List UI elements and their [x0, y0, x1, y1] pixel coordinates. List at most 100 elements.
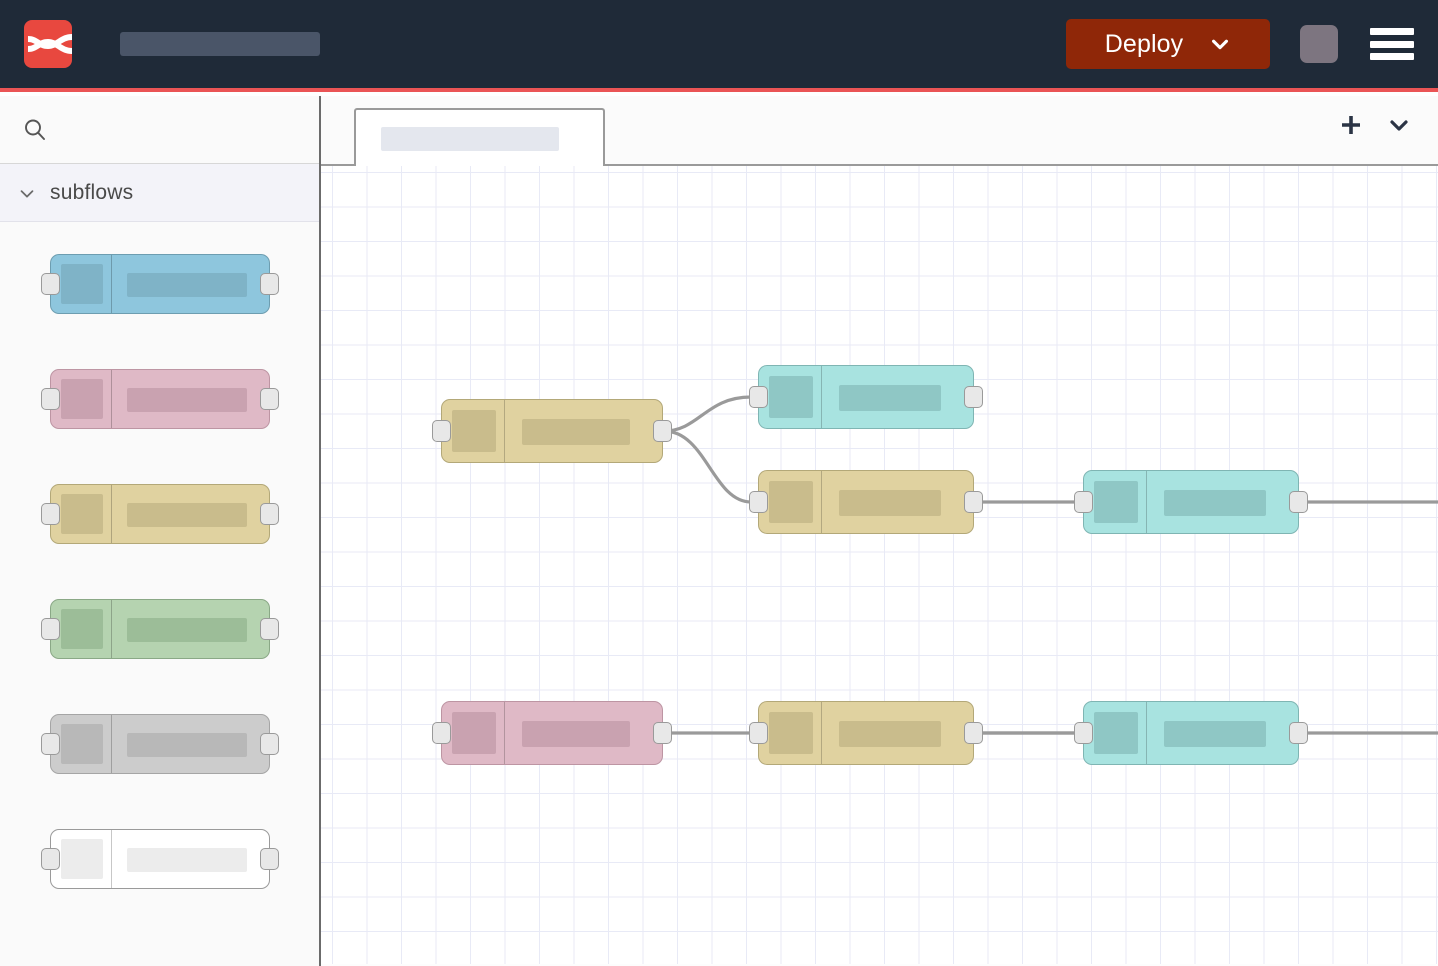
- node-input-port[interactable]: [749, 722, 768, 744]
- canvas-node-cyan-1[interactable]: [749, 365, 983, 429]
- node-label-placeholder: [839, 385, 941, 411]
- node-output-port[interactable]: [260, 618, 279, 640]
- node-input-port[interactable]: [41, 733, 60, 755]
- node-icon: [1094, 712, 1138, 754]
- node-red-logo-icon[interactable]: [24, 20, 72, 68]
- node-output-port[interactable]: [260, 733, 279, 755]
- node-divider: [821, 702, 822, 764]
- tab-bar-actions: [1338, 112, 1412, 138]
- node-output-port[interactable]: [260, 388, 279, 410]
- canvas-node-yellow-1[interactable]: [432, 399, 672, 463]
- node-icon: [61, 494, 103, 534]
- node-input-port[interactable]: [41, 273, 60, 295]
- node-icon: [452, 410, 496, 452]
- node-label-placeholder: [127, 503, 247, 527]
- node-label-placeholder: [127, 273, 247, 297]
- node-divider: [111, 600, 112, 658]
- node-input-port[interactable]: [1074, 722, 1093, 744]
- palette-node-pink-body[interactable]: [41, 369, 279, 429]
- hamburger-menu-icon[interactable]: [1370, 28, 1414, 60]
- node-divider: [111, 255, 112, 313]
- palette-node-white-body[interactable]: [41, 829, 279, 889]
- node-input-port[interactable]: [41, 503, 60, 525]
- node-output-port[interactable]: [1289, 491, 1308, 513]
- flow-workspace: [321, 96, 1438, 966]
- wire-yellow1-to-cyan1[interactable]: [662, 395, 753, 433]
- palette-node-yellow-body[interactable]: [41, 484, 279, 544]
- node-input-port[interactable]: [749, 491, 768, 513]
- node-label-placeholder: [127, 848, 247, 872]
- node-input-port[interactable]: [41, 848, 60, 870]
- node-label-placeholder: [127, 388, 247, 412]
- deploy-button[interactable]: Deploy: [1066, 19, 1270, 69]
- chevron-down-icon[interactable]: [1386, 112, 1412, 138]
- chevron-down-icon[interactable]: [1209, 33, 1231, 55]
- node-label-placeholder: [839, 721, 941, 747]
- palette-node-yellow[interactable]: [0, 478, 319, 593]
- deploy-button-label: Deploy: [1104, 29, 1184, 58]
- palette-category-subflows[interactable]: subflows: [0, 164, 319, 222]
- chevron-down-icon[interactable]: [16, 182, 38, 204]
- canvas-node-pink-1[interactable]: [432, 701, 672, 765]
- node-output-port[interactable]: [260, 848, 279, 870]
- node-icon: [769, 481, 813, 523]
- workspace-title-placeholder: [120, 32, 320, 56]
- node-output-port[interactable]: [964, 491, 983, 513]
- node-output-port[interactable]: [964, 386, 983, 408]
- node-divider: [1146, 471, 1147, 533]
- node-input-port[interactable]: [1074, 491, 1093, 513]
- node-output-port[interactable]: [1289, 722, 1308, 744]
- node-divider: [821, 366, 822, 428]
- flow-canvas[interactable]: [321, 166, 1438, 964]
- hamburger-bar: [1370, 53, 1414, 60]
- hamburger-bar: [1370, 28, 1414, 35]
- node-divider: [111, 830, 112, 888]
- node-input-port[interactable]: [41, 388, 60, 410]
- node-icon: [769, 376, 813, 418]
- palette-node-green[interactable]: [0, 593, 319, 708]
- node-label-placeholder: [1164, 721, 1266, 747]
- node-output-port[interactable]: [653, 420, 672, 442]
- node-label-placeholder: [127, 618, 247, 642]
- palette-node-list: [0, 222, 319, 938]
- node-divider: [504, 702, 505, 764]
- node-label-placeholder: [522, 419, 630, 445]
- canvas-node-yellow-2[interactable]: [749, 470, 983, 534]
- node-divider: [504, 400, 505, 462]
- node-input-port[interactable]: [432, 420, 451, 442]
- node-output-port[interactable]: [964, 722, 983, 744]
- palette-node-blue[interactable]: [0, 248, 319, 363]
- palette-node-blue-body[interactable]: [41, 254, 279, 314]
- node-icon: [61, 379, 103, 419]
- node-divider: [111, 485, 112, 543]
- node-divider: [821, 471, 822, 533]
- user-avatar[interactable]: [1300, 25, 1338, 63]
- node-label-placeholder: [839, 490, 941, 516]
- node-icon: [452, 712, 496, 754]
- node-icon: [1094, 481, 1138, 523]
- flow-tab-bar: [321, 96, 1438, 168]
- node-output-port[interactable]: [260, 503, 279, 525]
- node-input-port[interactable]: [432, 722, 451, 744]
- node-input-port[interactable]: [749, 386, 768, 408]
- node-label-placeholder: [1164, 490, 1266, 516]
- palette-sidebar: subflows: [0, 96, 321, 966]
- canvas-node-cyan-2[interactable]: [1074, 470, 1308, 534]
- palette-node-grey[interactable]: [0, 708, 319, 823]
- node-output-port[interactable]: [260, 273, 279, 295]
- palette-node-white[interactable]: [0, 823, 319, 938]
- palette-node-grey-body[interactable]: [41, 714, 279, 774]
- search-icon[interactable]: [22, 117, 48, 143]
- node-icon: [61, 839, 103, 879]
- palette-search-row[interactable]: [0, 96, 319, 164]
- node-input-port[interactable]: [41, 618, 60, 640]
- plus-icon[interactable]: [1338, 112, 1364, 138]
- palette-node-green-body[interactable]: [41, 599, 279, 659]
- node-divider: [111, 370, 112, 428]
- canvas-node-yellow-3[interactable]: [749, 701, 983, 765]
- node-output-port[interactable]: [653, 722, 672, 744]
- flow-tab-1[interactable]: [354, 108, 605, 168]
- palette-node-pink[interactable]: [0, 363, 319, 478]
- wire-yellow1-to-yellow2[interactable]: [662, 429, 753, 504]
- canvas-node-cyan-3[interactable]: [1074, 701, 1308, 765]
